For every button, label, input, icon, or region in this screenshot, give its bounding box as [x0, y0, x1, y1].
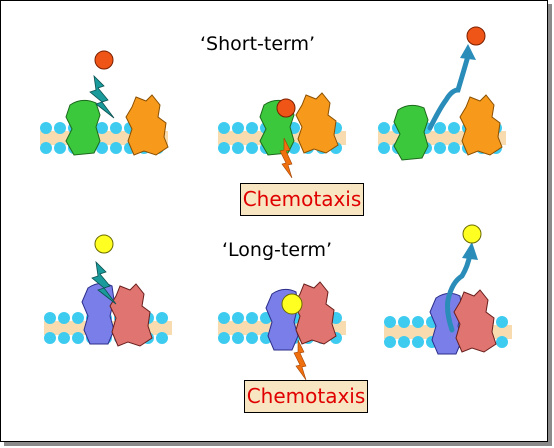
ligand-circle-icon — [466, 26, 486, 46]
long-term-panel-1 — [44, 234, 172, 347]
ligand-circle-icon — [94, 50, 114, 70]
curved-arrow-icon — [427, 53, 471, 131]
short-term-title: ‘Short-term’ — [200, 33, 316, 55]
green-receptor — [393, 104, 429, 161]
ligand-circle-icon — [462, 224, 482, 244]
green-receptor — [65, 99, 101, 156]
ligand-circle-icon — [94, 234, 114, 254]
blue-receptor — [81, 282, 115, 345]
short-term-panel-1 — [40, 50, 169, 156]
curved-arrow-icon — [445, 251, 473, 333]
chemotaxis-label-bottom: Chemotaxis — [244, 380, 368, 413]
chemotaxis-label-top: Chemotaxis — [240, 183, 364, 216]
long-term-panel-3 — [384, 224, 512, 355]
long-term-panel-2 — [218, 281, 346, 381]
short-term-panel-2 — [218, 92, 346, 179]
ligand-circle-icon — [276, 98, 296, 118]
short-term-panel-3 — [378, 26, 506, 161]
long-term-title: ‘Long-term’ — [222, 239, 333, 261]
ligand-circle-icon — [281, 293, 303, 315]
